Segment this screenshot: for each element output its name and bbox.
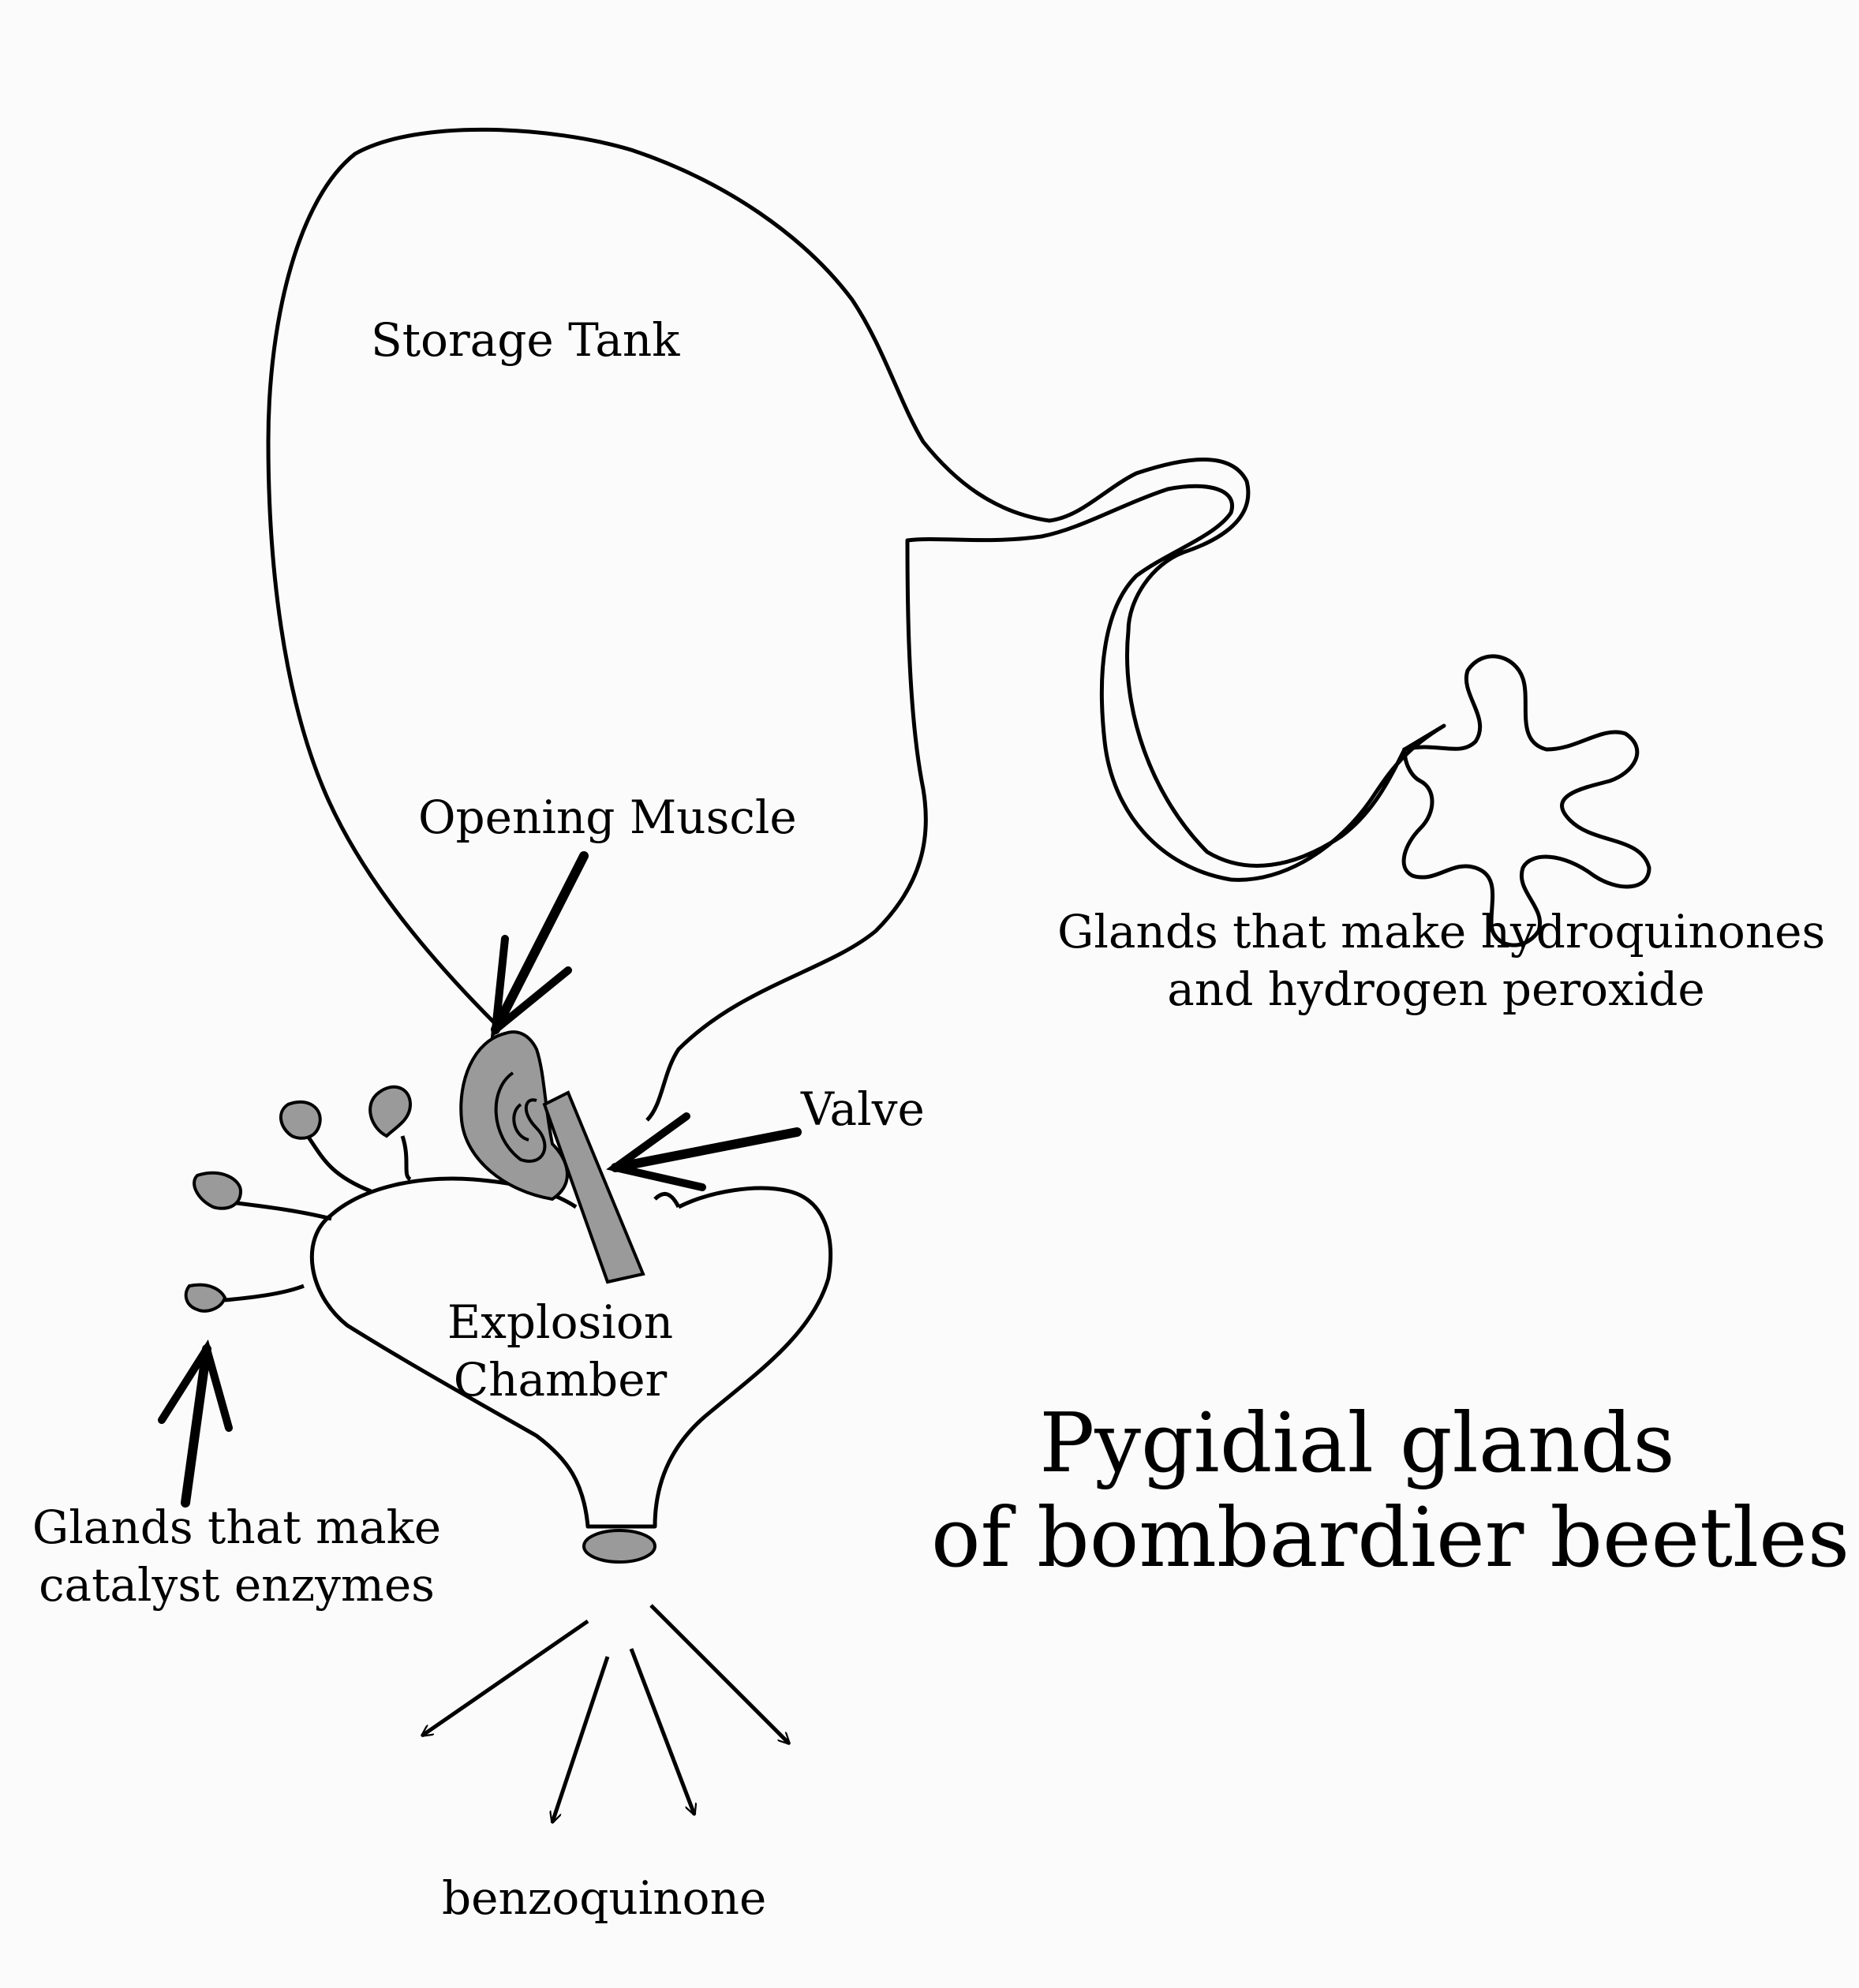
catalyst-glands-label-line-1: Glands that make [32, 1500, 442, 1554]
catalyst-glands-label-line-2: catalyst enzymes [39, 1557, 435, 1612]
benzoquinone-label: benzoquinone [442, 1871, 767, 1925]
valve-label: Valve [801, 1082, 925, 1136]
explosion-chamber-label: Explosion Chamber [426, 1294, 694, 1408]
valve-bar [542, 1090, 645, 1284]
chamber-outlet [582, 1529, 656, 1564]
hydroquinone-glands-label: Glands that make hydroquinones and hydro… [1057, 903, 1826, 1018]
spray-arrows [422, 1604, 789, 1822]
storage-tank-outline [266, 127, 1446, 1122]
hydroquinone-glands-label-line-1: Glands that make hydroquinones [1057, 905, 1826, 958]
catalyst-gland-ducts [224, 1134, 412, 1302]
explosion-chamber-label-line-1: Explosion [447, 1295, 674, 1349]
opening-muscle-arrow [490, 851, 589, 1039]
diagram-title-line-2: of bombardier beetles [931, 1489, 1850, 1586]
hydroquinone-glands-label-line-2: and hydrogen peroxide [1167, 962, 1705, 1016]
valve-arrow [606, 1112, 802, 1191]
diagram-title: Pygidial glands of bombardier beetles [931, 1395, 1850, 1586]
opening-muscle [459, 1030, 569, 1201]
opening-muscle-label: Opening Muscle [418, 790, 797, 844]
catalyst-glands-label: Glands that make catalyst enzymes [24, 1499, 450, 1613]
explosion-chamber-outline [309, 1176, 833, 1529]
catalyst-glands [184, 1085, 413, 1313]
storage-tank-label: Storage Tank [371, 313, 680, 367]
hydroquinone-gland-outline [1401, 654, 1651, 947]
explosion-chamber-label-line-2: Chamber [453, 1352, 668, 1407]
catalyst-arrow [158, 1339, 233, 1508]
diagram-title-line-1: Pygidial glands [1039, 1395, 1675, 1491]
